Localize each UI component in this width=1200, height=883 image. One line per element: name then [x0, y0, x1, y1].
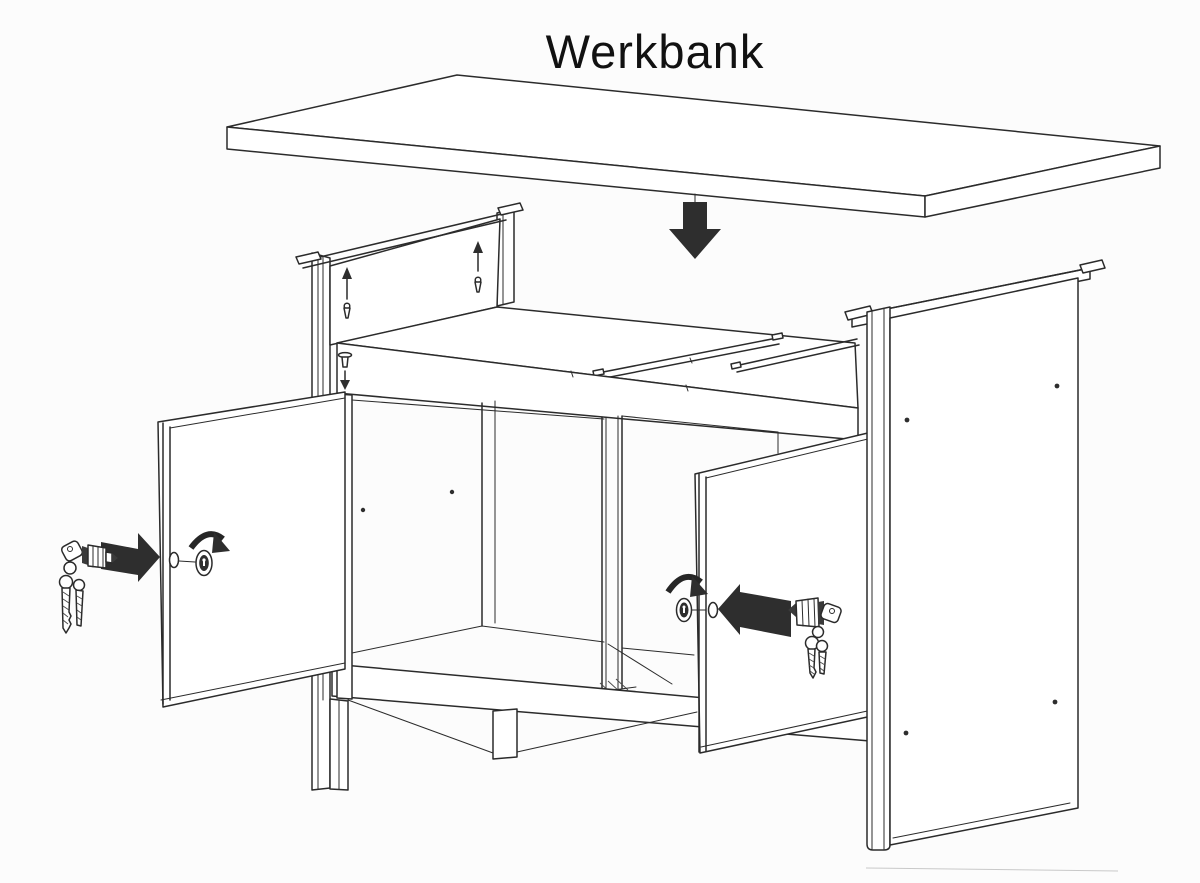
panel-hole	[1052, 699, 1058, 705]
door-lock-hole	[168, 551, 180, 569]
door-lock-hole	[707, 601, 719, 619]
panel-hole	[1054, 383, 1060, 389]
fasten-up-arrow-icon	[342, 267, 352, 300]
key-insert-left-arrow-icon	[718, 584, 791, 637]
screw-down-arrow-icon	[340, 370, 350, 390]
leg	[329, 698, 349, 791]
rotate-clockwise-arrow-icon	[665, 573, 708, 597]
screw-icon	[474, 276, 482, 293]
right-side-panel	[844, 259, 1119, 872]
leg	[492, 708, 518, 760]
panel-hole	[904, 417, 910, 423]
center-divider	[597, 415, 637, 695]
drop-down-arrow-icon	[669, 193, 721, 259]
key-with-keyring-icon	[58, 540, 118, 634]
worktop-panel	[226, 74, 1161, 218]
screw-icon	[343, 302, 351, 319]
lock-cam-nut-icon	[675, 597, 693, 623]
cabinet-top	[336, 306, 860, 441]
fasten-up-arrow-icon	[473, 241, 483, 272]
panel-hole	[360, 507, 366, 513]
rotate-clockwise-arrow-icon	[188, 531, 230, 553]
support-rail	[730, 338, 860, 373]
lock-cam-nut-icon	[195, 549, 213, 577]
diagram-title: Werkbank	[545, 25, 765, 78]
left-door	[157, 391, 346, 708]
screw-icon	[337, 351, 353, 368]
key-insert-right-arrow-icon	[101, 533, 160, 582]
key-with-keyring-icon	[788, 597, 842, 679]
right-door	[694, 431, 873, 754]
panel-hole	[449, 489, 455, 495]
panel-hole	[903, 730, 909, 736]
